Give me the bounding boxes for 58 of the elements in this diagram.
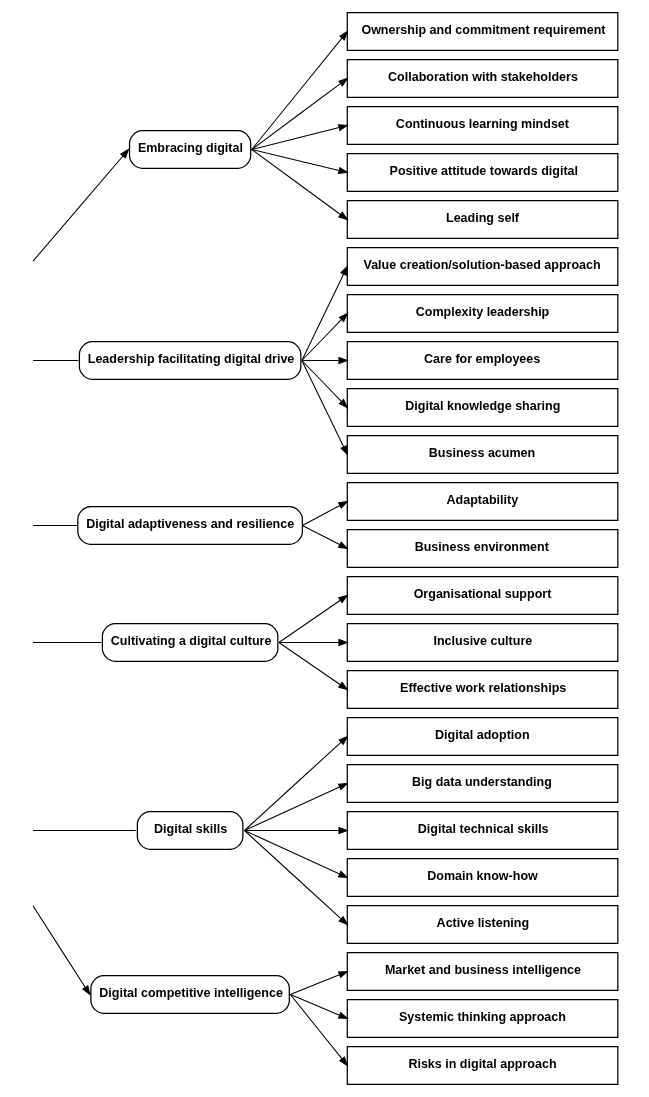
connector bbox=[32, 360, 79, 361]
arrow bbox=[277, 638, 349, 647]
arrow bbox=[250, 30, 348, 151]
node-box: Cultivating a digital culture bbox=[101, 623, 278, 662]
node-box: Digital skills bbox=[136, 811, 243, 850]
node-box: Ownership and commitment requirement bbox=[346, 12, 618, 51]
node-box: Positive attitude towards digital bbox=[346, 153, 618, 192]
arrow bbox=[31, 905, 91, 996]
node-box: Leadership facilitating digital drive bbox=[78, 341, 301, 380]
arrow bbox=[301, 525, 349, 550]
node-box: Digital knowledge sharing bbox=[346, 388, 618, 427]
arrow bbox=[250, 124, 349, 151]
node-box: Embracing digital bbox=[128, 130, 251, 169]
arrow bbox=[243, 826, 349, 835]
arrow bbox=[300, 312, 348, 361]
arrow bbox=[250, 149, 349, 221]
node-box: Big data understanding bbox=[346, 764, 618, 803]
node-box: Risks in digital approach bbox=[346, 1046, 618, 1085]
node-box: Effective work relationships bbox=[346, 670, 618, 709]
arrow bbox=[289, 970, 349, 995]
arrow bbox=[300, 356, 349, 365]
node-box: Digital adoption bbox=[346, 717, 618, 756]
node-box: Adaptability bbox=[346, 482, 618, 521]
node-box: Business environment bbox=[346, 529, 618, 568]
node-box: Leading self bbox=[346, 200, 618, 239]
node-box: Complexity leadership bbox=[346, 294, 618, 333]
arrow bbox=[277, 642, 349, 691]
node-box: Digital adaptiveness and resilience bbox=[76, 506, 303, 545]
connector bbox=[32, 525, 78, 527]
node-box: Care for employees bbox=[346, 341, 618, 380]
arrow bbox=[289, 993, 349, 1020]
arrow bbox=[243, 830, 348, 926]
node-box: Continuous learning mindset bbox=[346, 106, 618, 145]
arrow bbox=[300, 265, 348, 361]
arrow bbox=[300, 360, 348, 456]
node-box: Inclusive culture bbox=[346, 623, 618, 662]
arrow bbox=[250, 77, 349, 151]
arrow bbox=[243, 830, 349, 879]
node-box: Collaboration with stakeholders bbox=[346, 59, 618, 98]
node-box: Active listening bbox=[346, 905, 618, 944]
node-box: Value creation/solution-based approach bbox=[346, 247, 618, 286]
arrow bbox=[32, 148, 130, 262]
arrow bbox=[243, 782, 349, 831]
arrow bbox=[277, 594, 349, 643]
node-box: Business acumen bbox=[346, 435, 618, 474]
node-box: Domain know-how bbox=[346, 858, 618, 897]
connector bbox=[32, 830, 136, 831]
connector bbox=[31, 642, 102, 643]
node-box: Systemic thinking approach bbox=[346, 999, 618, 1038]
node-box: Digital competitive intelligence bbox=[89, 975, 290, 1014]
node-box: Organisational support bbox=[346, 576, 618, 615]
arrow bbox=[243, 735, 348, 831]
arrow bbox=[289, 993, 348, 1067]
arrow bbox=[300, 360, 348, 409]
node-box: Market and business intelligence bbox=[346, 952, 618, 991]
node-box: Digital technical skills bbox=[346, 811, 618, 850]
arrow bbox=[250, 149, 349, 174]
arrow bbox=[301, 500, 349, 527]
